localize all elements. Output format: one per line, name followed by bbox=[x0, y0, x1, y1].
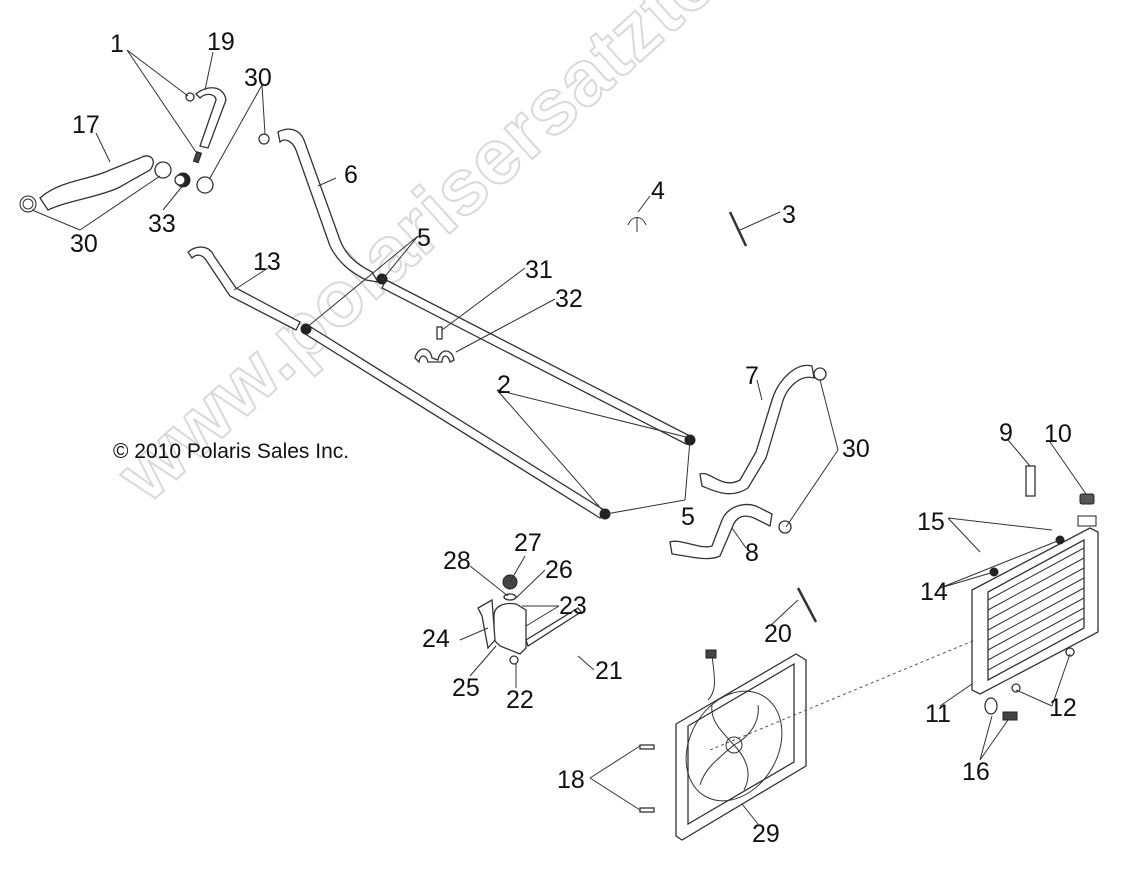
callout-label-6: 6 bbox=[344, 161, 358, 189]
callout-label-25: 25 bbox=[452, 674, 480, 702]
callout-label-19: 19 bbox=[207, 28, 235, 56]
callout-label-2: 2 bbox=[497, 371, 511, 399]
part-32-tube-clamp bbox=[414, 348, 455, 364]
leader-lines bbox=[31, 49, 1087, 825]
callout-label-30: 30 bbox=[70, 230, 98, 258]
callout-label-24: 24 bbox=[422, 625, 450, 653]
callout-label-21: 21 bbox=[595, 657, 623, 685]
callout-label-7: 7 bbox=[745, 362, 759, 390]
callout-label-14: 14 bbox=[920, 578, 948, 606]
part-17-engine-hose bbox=[19, 155, 172, 213]
part-25-recovery-bottle bbox=[477, 574, 582, 665]
callout-label-23: 23 bbox=[559, 592, 587, 620]
callout-label-5: 5 bbox=[417, 224, 431, 252]
callout-label-32: 32 bbox=[555, 285, 583, 313]
part-29-fan-assembly bbox=[675, 649, 807, 841]
callout-label-15: 15 bbox=[917, 508, 945, 536]
callout-label-16: 16 bbox=[962, 758, 990, 786]
callout-label-22: 22 bbox=[506, 686, 534, 714]
part-11-radiator bbox=[971, 515, 1099, 695]
callout-label-28: 28 bbox=[443, 547, 471, 575]
callout-label-8: 8 bbox=[745, 539, 759, 567]
part-2-tube-upper bbox=[381, 279, 691, 445]
callout-label-10: 10 bbox=[1044, 420, 1072, 448]
callout-label-11: 11 bbox=[925, 700, 951, 728]
callout-label-4: 4 bbox=[651, 177, 665, 205]
callout-label-13: 13 bbox=[253, 248, 281, 276]
callout-label-31: 31 bbox=[525, 256, 553, 284]
callout-label-29: 29 bbox=[752, 820, 780, 848]
part-19-bypass-hose bbox=[185, 87, 227, 164]
callout-label-33: 33 bbox=[148, 210, 176, 238]
part-9-foam bbox=[1025, 465, 1036, 497]
callout-label-26: 26 bbox=[545, 556, 573, 584]
callout-label-1: 1 bbox=[110, 30, 124, 58]
callout-label-12: 12 bbox=[1049, 694, 1077, 722]
copyright-notice: © 2010 Polaris Sales Inc. bbox=[113, 440, 350, 463]
part-2-tube-lower bbox=[301, 323, 605, 519]
callout-label-17: 17 bbox=[72, 111, 100, 139]
callout-label-18: 18 bbox=[557, 766, 585, 794]
callout-label-3: 3 bbox=[782, 201, 796, 229]
callout-label-9: 9 bbox=[999, 419, 1013, 447]
callout-label-27: 27 bbox=[514, 529, 542, 557]
callout-label-30: 30 bbox=[244, 64, 272, 92]
part-13-lower-hose bbox=[187, 246, 301, 331]
part-6-upper-hose bbox=[277, 128, 380, 283]
part-7-radiator-hose bbox=[699, 364, 815, 495]
callout-label-30: 30 bbox=[842, 435, 870, 463]
callout-label-5: 5 bbox=[681, 503, 695, 531]
part-10-radiator-cap bbox=[1079, 493, 1095, 505]
callout-label-20: 20 bbox=[764, 620, 792, 648]
part-8-radiator-hose bbox=[669, 503, 773, 560]
